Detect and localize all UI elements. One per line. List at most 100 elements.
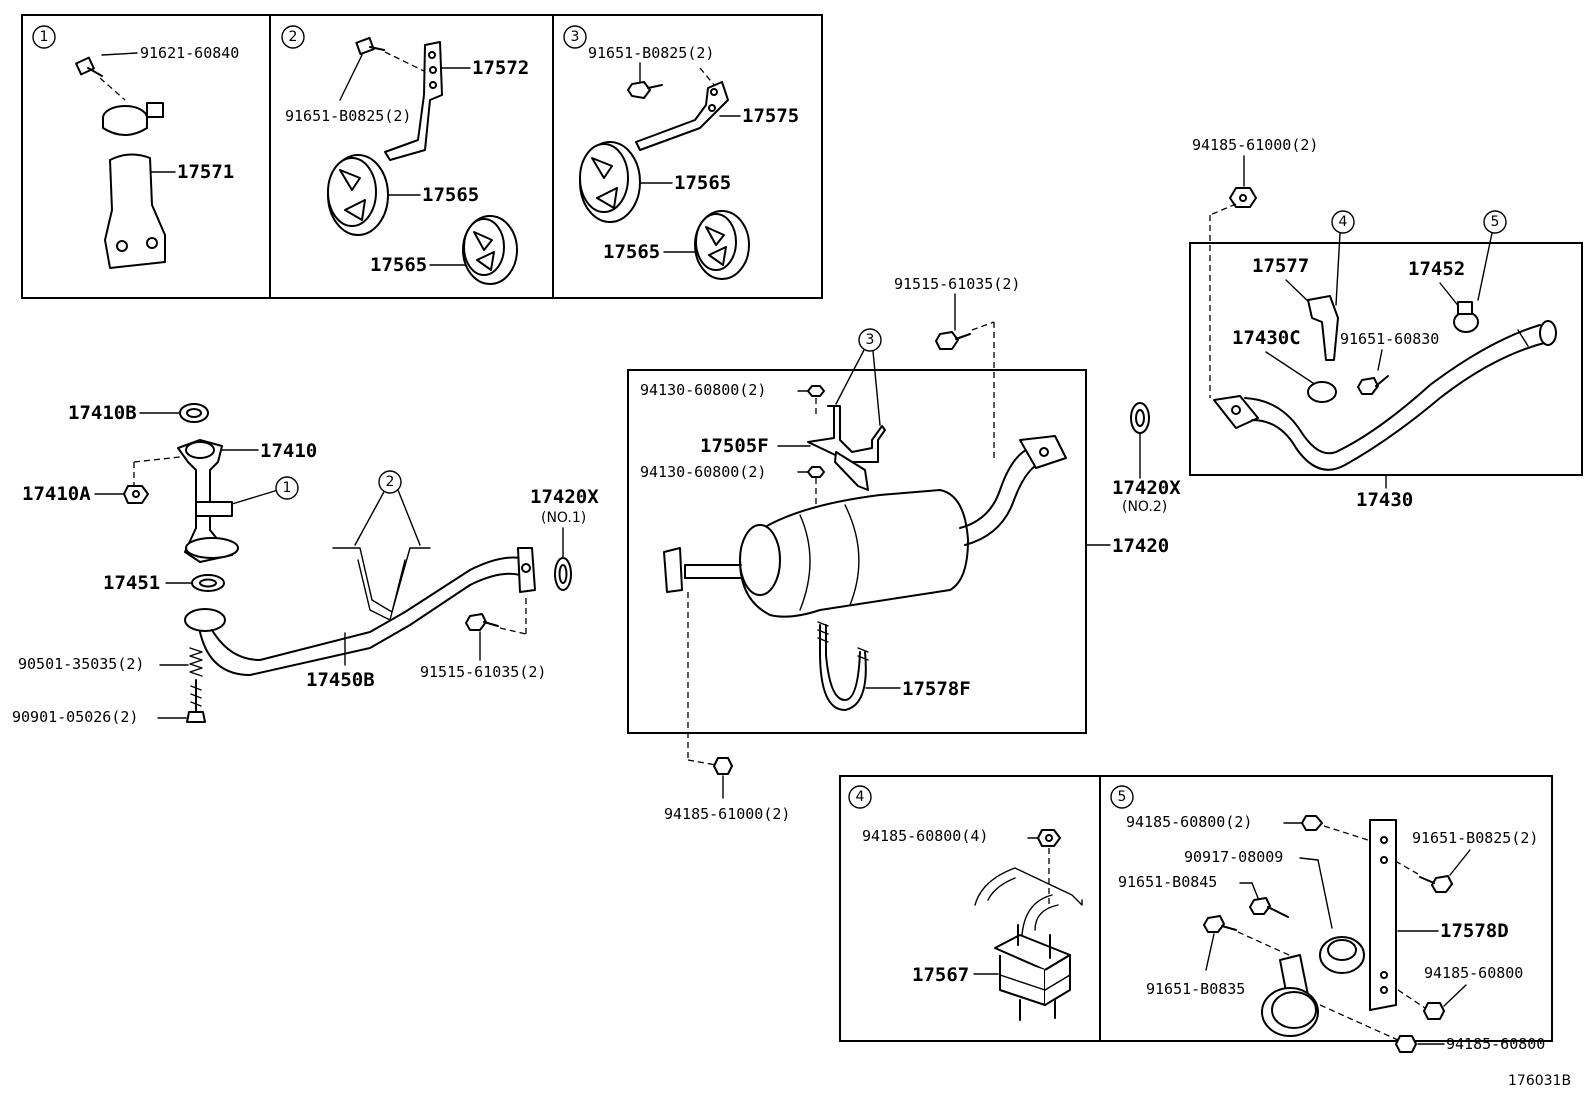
nut-icon	[123, 485, 149, 504]
rubber-hanger-icon	[579, 141, 641, 223]
pipe-icon	[1213, 320, 1557, 471]
part-number-label: 90917-08009	[1184, 848, 1283, 866]
part-number-label: 17410	[260, 440, 317, 462]
bolt-icon	[1203, 915, 1237, 933]
nut-icon	[1037, 829, 1061, 847]
part-number-label: 91651-B0845	[1118, 873, 1217, 891]
callout-marker	[858, 328, 882, 352]
callout-marker-label: 5	[1118, 789, 1127, 805]
nut-icon	[1395, 1035, 1417, 1053]
clamp-icon	[102, 102, 164, 136]
callout-marker-label: 4	[1339, 214, 1348, 230]
rubber-hanger-icon	[1307, 381, 1337, 403]
bolt-icon	[1249, 897, 1289, 918]
callout-marker-label: 3	[571, 29, 580, 45]
bolt-icon	[75, 56, 103, 77]
part-number-label: 17410B	[68, 402, 137, 424]
gasket-icon	[1130, 402, 1150, 434]
nut-icon	[713, 757, 733, 775]
bracket-icon	[104, 153, 166, 269]
muffler-group-frame	[627, 369, 1087, 734]
callout-marker	[281, 25, 305, 49]
part-number-label: 17571	[177, 161, 234, 183]
clamp-icon	[1453, 301, 1479, 333]
part-number-label: 17420X	[1112, 477, 1181, 499]
part-number-label: 94185-60800(2)	[1126, 813, 1252, 831]
part-number-label: 17575	[742, 105, 799, 127]
callout-marker-label: 3	[866, 332, 875, 348]
bracket-icon	[1307, 295, 1339, 361]
rubber-hanger-icon	[327, 154, 389, 236]
part-number-label: 17572	[472, 57, 529, 79]
bolt-icon	[1357, 375, 1389, 395]
callout-marker-label: 2	[386, 474, 395, 490]
gasket-note: (NO.1)	[541, 510, 586, 526]
callout-marker-label: 1	[40, 29, 49, 45]
hanger-strap-icon	[1369, 819, 1397, 1011]
bolt-icon	[355, 36, 385, 56]
nut-icon	[1423, 1002, 1445, 1020]
callout-marker	[378, 470, 402, 494]
connector-line	[687, 759, 717, 766]
part-number-label: 91515-61035(2)	[894, 275, 1020, 293]
part-number-label: 17430C	[1232, 327, 1301, 349]
part-number-label: 17565	[370, 254, 427, 276]
part-number-label: 94185-61000(2)	[664, 805, 790, 823]
gasket-no2: 17420X (NO.2)	[1112, 402, 1181, 515]
rubber-hanger-icon	[462, 215, 518, 285]
detail-panels-top	[21, 14, 823, 299]
stud-bolt-icon	[186, 679, 206, 723]
tail-pipe-group: 94185-61000(2) 17430 4 5 17577 17452 174…	[1189, 136, 1583, 511]
rubber-hanger-icon	[1319, 936, 1365, 974]
part-number-label: 91651-B0825(2)	[285, 107, 411, 125]
part-number-label: 90901-05026(2)	[12, 708, 138, 726]
part-number-label: 94130-60800(2)	[640, 381, 766, 399]
part-number-label: 90501-35035(2)	[18, 655, 144, 673]
frame-bracket-icon	[974, 867, 1083, 936]
muffler-group: 17420 94130-60800(2) 17505F 94130-60800(…	[627, 275, 1169, 734]
nut-icon	[1229, 187, 1257, 208]
part-number-label: 17577	[1252, 255, 1309, 277]
nut-icon	[807, 385, 825, 397]
spring-icon	[189, 647, 203, 677]
detail-2: 2 91651-B0825(2) 17572 17565	[281, 25, 529, 285]
detail-panels-bottom	[839, 775, 1553, 1042]
part-number-label: 91651-B0835	[1146, 980, 1245, 998]
part-number-label: 17410A	[22, 483, 91, 505]
part-number-label: 17505F	[700, 435, 769, 457]
part-number-label: 17420X	[530, 486, 599, 508]
callout-marker-label: 2	[289, 29, 298, 45]
hanger-bracket-icon	[807, 405, 886, 491]
gasket-icon	[179, 403, 209, 423]
part-number-label: 94185-60800	[1424, 964, 1523, 982]
bolt-icon	[1419, 875, 1453, 893]
callout-marker	[32, 25, 56, 49]
part-number-label: 17567	[912, 964, 969, 986]
part-number-label: 94185-61000(2)	[1192, 136, 1318, 154]
part-number-label: 94130-60800(2)	[640, 463, 766, 481]
u-bolt-icon	[817, 621, 869, 711]
part-number-label: 17451	[103, 572, 160, 594]
bolt-icon	[627, 81, 663, 99]
nut-icon	[1301, 815, 1323, 831]
part-number-label: 91515-61035(2)	[420, 663, 546, 681]
pipe-icon	[177, 439, 239, 563]
bolt-icon	[935, 331, 971, 350]
callout-marker	[563, 25, 587, 49]
gasket-no1: 17420X (NO.1)	[530, 486, 599, 591]
gasket-icon	[554, 557, 572, 591]
diagram-id: 176031B	[1508, 1073, 1571, 1089]
nut-icon	[807, 466, 825, 478]
callout-marker-label: 1	[283, 480, 292, 496]
part-number-label: 17565	[603, 241, 660, 263]
hanger-bracket-icon	[635, 81, 729, 151]
detail-frame-top	[21, 14, 823, 299]
pipe-icon	[184, 547, 536, 676]
hanger-bracket-icon	[384, 41, 443, 161]
callout-marker	[275, 476, 299, 500]
rubber-hanger-icon	[694, 210, 750, 280]
part-number-label: 17578F	[902, 678, 971, 700]
part-number-label: 17452	[1408, 258, 1465, 280]
detail-3: 3 91651-B0825(2) 17575 17565	[563, 25, 799, 280]
